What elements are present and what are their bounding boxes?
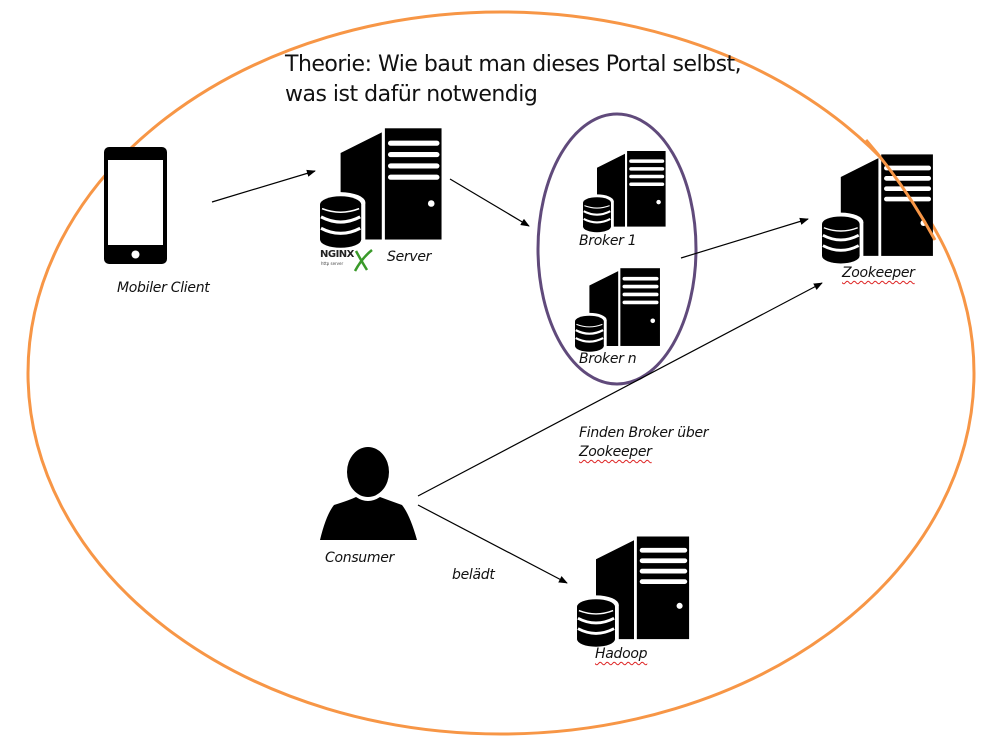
user-icon (320, 447, 417, 540)
broker-1-label: Broker 1 (579, 233, 637, 249)
edge-consumer-to-zookeeper (417, 282, 823, 497)
server-database-icon (571, 535, 691, 649)
smartphone-icon (104, 147, 167, 264)
edge-server-to-brokers (449, 178, 530, 227)
server-database-icon (579, 149, 667, 234)
nginx-logo-x (353, 249, 373, 272)
mobile-client-label: Mobiler Client (117, 280, 210, 296)
nginx-logo-subtext: http server (321, 261, 344, 266)
edge-label-find-broker-line2: Zookeeper (579, 444, 652, 460)
nginx-logo: NGINX http server (320, 248, 370, 270)
title-line-2: was ist dafür notwendig (285, 82, 538, 107)
server-database-icon (314, 126, 444, 250)
edge-brokers-to-zookeeper (680, 217, 809, 259)
edge-label-find-broker-line1: Finden Broker über (579, 425, 709, 441)
edge-consumer-to-hadoop (417, 504, 568, 584)
edge-mobile-to-server (211, 169, 316, 203)
diagram-title: Theorie: Wie baut man dieses Portal selb… (285, 50, 742, 110)
broker-group-ellipse (536, 112, 698, 386)
title-line-1: Theorie: Wie baut man dieses Portal selb… (285, 52, 742, 77)
server-label: Server (387, 249, 432, 265)
consumer-label: Consumer (325, 550, 394, 566)
edge-label-loads: belädt (452, 567, 495, 583)
hadoop-label: Hadoop (595, 646, 648, 662)
outer-boundary-overlay (864, 139, 937, 241)
nginx-logo-text: NGINX (320, 249, 354, 260)
zookeeper-label: Zookeeper (842, 265, 915, 281)
outer-boundary-ellipse (26, 10, 976, 736)
broker-n-label: Broker n (579, 351, 637, 367)
server-database-icon (571, 267, 662, 353)
